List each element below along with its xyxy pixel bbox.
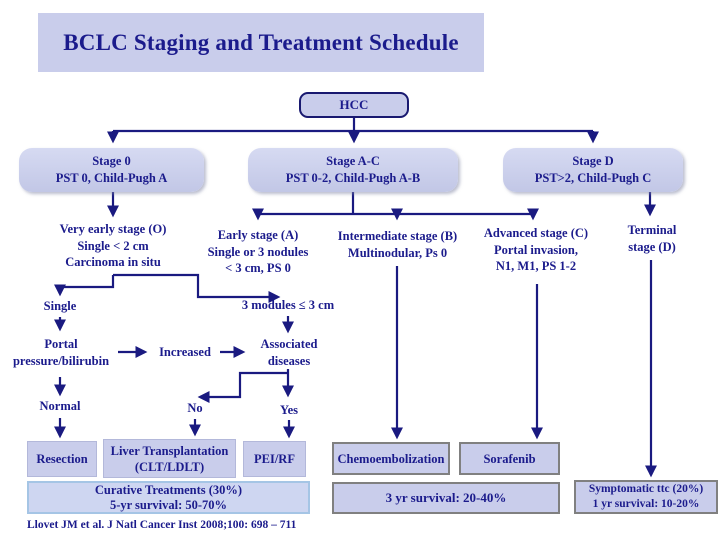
substage-early: Early stage (A) Single or 3 nodules < 3 … — [192, 227, 324, 277]
decision-no: No — [187, 401, 203, 415]
decision-portal-pressure: Portal pressure/bilirubin — [0, 336, 122, 369]
decision-yes: Yes — [279, 403, 299, 417]
substage-very-early-line2: Single < 2 cm — [77, 238, 149, 253]
substage-intermediate-line1: Intermediate stage (B) — [337, 229, 458, 243]
outcome-curative-line1: Curative Treatments (30%) — [94, 482, 243, 497]
treatment-chemoembolization-label: Chemoembolization — [337, 451, 445, 466]
treatment-pei-rf: PEI/RF — [243, 441, 306, 477]
treatment-liver-transplantation: Liver Transplantation (CLT/LDLT) — [103, 439, 236, 478]
substage-terminal-line2: stage (D) — [628, 239, 676, 254]
stage-0-box: Stage 0 PST 0, Child-Pugh A — [19, 148, 204, 192]
treatment-resection: Resection — [27, 441, 97, 477]
stage-d-box: Stage D PST>2, Child-Pugh C — [503, 148, 683, 192]
substage-very-early-line3: Carcinoma in situ — [65, 255, 161, 269]
decision-single: Single — [43, 299, 77, 313]
decision-associated-diseases: Associated diseases — [248, 336, 330, 369]
stage-0-title: Stage 0 — [92, 154, 131, 168]
elbow-to-modules — [113, 273, 281, 304]
outcome-symptomatic: Symptomatic ttc (20%) 1 yr survival: 10-… — [574, 480, 718, 514]
decision-increased: Increased — [159, 345, 211, 359]
decision-associated-line1: Associated — [260, 337, 318, 351]
outcome-3yr-survival-label: 3 yr survival: 20-40% — [385, 490, 507, 505]
substage-very-early: Very early stage (O) Single < 2 cm Carci… — [25, 221, 201, 271]
outcome-curative-treatments: Curative Treatments (30%) 5-yr survival:… — [27, 481, 310, 514]
decision-3-modules: 3 modules ≤ 3 cm — [241, 298, 335, 312]
substage-terminal: Terminal stage (D) — [612, 222, 692, 255]
decision-portal-line2: pressure/bilirubin — [12, 353, 110, 368]
hcc-label: HCC — [339, 97, 369, 112]
substage-advanced-line3: N1, M1, PS 1-2 — [495, 259, 577, 273]
elbow-to-single — [53, 275, 115, 297]
substage-terminal-line1: Terminal — [627, 223, 677, 237]
substage-advanced-line2: Portal invasion, — [493, 242, 579, 257]
substage-very-early-line1: Very early stage (O) — [59, 222, 167, 236]
citation-text: Llovet JM et al. J Natl Cancer Inst 2008… — [27, 519, 297, 531]
stage-ac-box: Stage A-C PST 0-2, Child-Pugh A-B — [248, 148, 458, 192]
substage-intermediate: Intermediate stage (B) Multinodular, Ps … — [320, 228, 475, 261]
treatment-resection-label: Resection — [36, 452, 88, 466]
slide-title-text: BCLC Staging and Treatment Schedule — [63, 29, 459, 55]
hcc-node: HCC — [299, 92, 409, 118]
outcome-curative-line2: 5-yr survival: 50-70% — [109, 497, 228, 512]
decision-normal: Normal — [39, 399, 81, 413]
outcome-3yr-survival: 3 yr survival: 20-40% — [332, 482, 560, 514]
substage-intermediate-line2: Multinodular, Ps 0 — [347, 245, 448, 260]
treatment-transplant-line2: (CLT/LDLT) — [134, 459, 205, 474]
stage-d-title: Stage D — [572, 154, 614, 168]
outcome-symptomatic-line1: Symptomatic ttc (20%) — [588, 483, 704, 495]
treatment-pei-rf-label: PEI/RF — [254, 452, 295, 466]
substage-early-line1: Early stage (A) — [217, 228, 299, 242]
substage-early-line2: Single or 3 nodules — [207, 244, 309, 259]
decision-associated-line2: diseases — [267, 353, 311, 368]
stage-0-subtitle: PST 0, Child-Pugh A — [55, 171, 168, 185]
outcome-symptomatic-line2: 1 yr survival: 10-20% — [592, 498, 700, 510]
substage-advanced: Advanced stage (C) Portal invasion, N1, … — [468, 225, 604, 275]
treatment-sorafenib: Sorafenib — [459, 442, 560, 475]
treatment-transplant-line1: Liver Transplantation — [110, 443, 229, 458]
decision-portal-line1: Portal — [44, 337, 78, 351]
stage-ac-title: Stage A-C — [326, 154, 380, 168]
substage-advanced-line1: Advanced stage (C) — [483, 226, 589, 240]
stage-d-subtitle: PST>2, Child-Pugh C — [534, 171, 652, 185]
treatment-chemoembolization: Chemoembolization — [332, 442, 450, 475]
treatment-sorafenib-label: Sorafenib — [483, 451, 536, 466]
substage-early-line3: < 3 cm, PS 0 — [225, 261, 291, 275]
stage-ac-subtitle: PST 0-2, Child-Pugh A-B — [285, 171, 421, 185]
elbow-associated-no — [197, 371, 288, 404]
slide-title: BCLC Staging and Treatment Schedule — [38, 13, 484, 72]
